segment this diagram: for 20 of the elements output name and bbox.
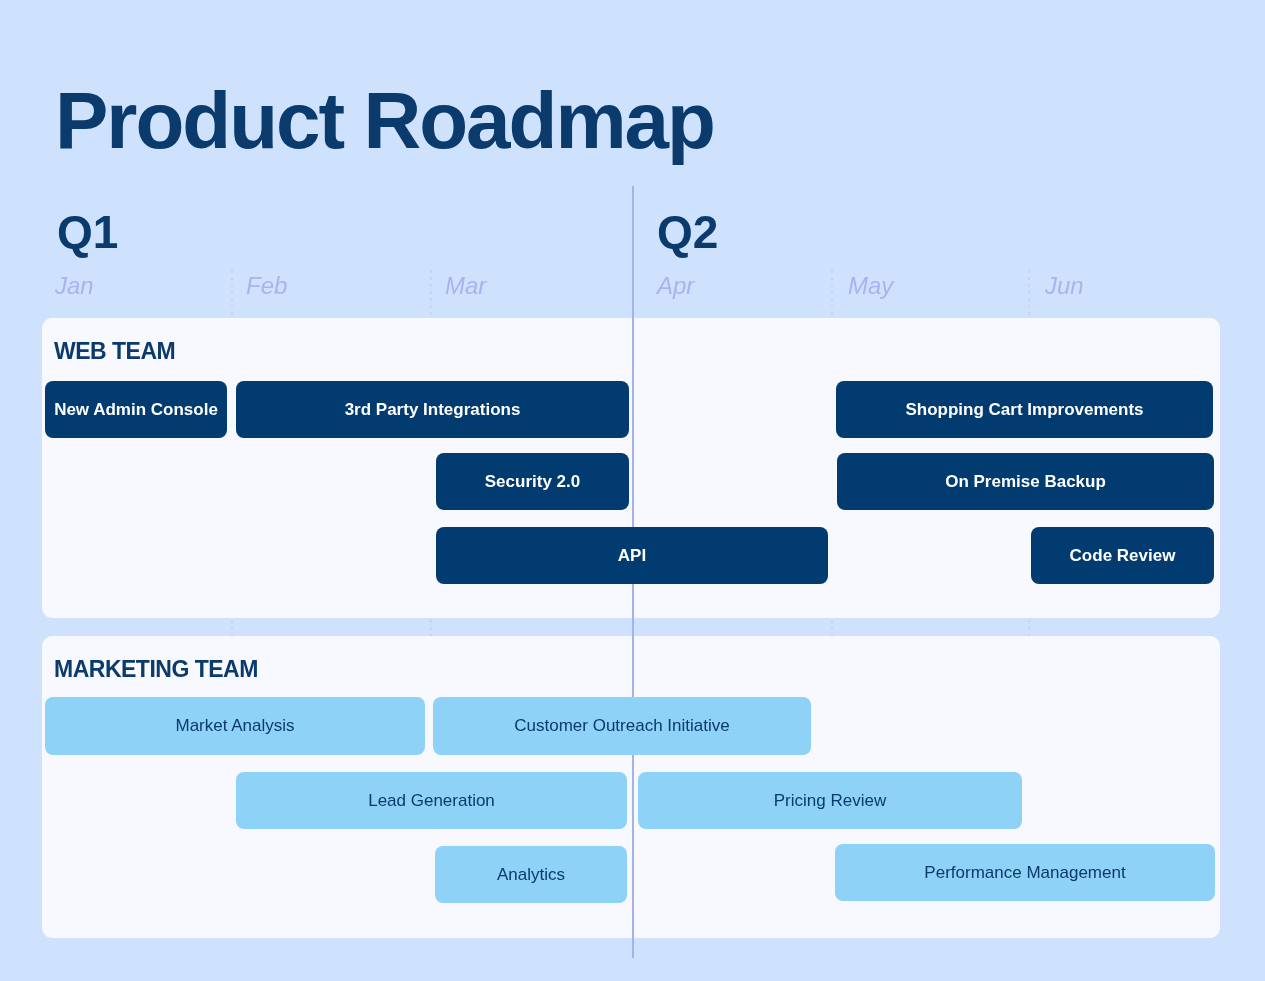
quarter-label: Q2 [657, 205, 719, 259]
team-heading: MARKETING TEAM [54, 656, 258, 683]
title: Product Roadmap [55, 75, 714, 167]
task-bar: Market Analysis [45, 697, 425, 755]
task-bar: Security 2.0 [436, 453, 629, 510]
quarter-label: Q1 [57, 205, 119, 259]
task-bar: Performance Management [835, 844, 1215, 901]
task-bar: Pricing Review [638, 772, 1022, 829]
task-bar: On Premise Backup [837, 453, 1214, 510]
task-bar: 3rd Party Integrations [236, 381, 629, 438]
task-bar: New Admin Console [45, 381, 227, 438]
task-bar: Shopping Cart Improvements [836, 381, 1213, 438]
task-bar: Analytics [435, 846, 627, 903]
task-bar: Lead Generation [236, 772, 627, 829]
task-bar: Code Review [1031, 527, 1214, 584]
team-panel [42, 636, 1220, 938]
task-bar: Customer Outreach Initiative [433, 697, 811, 755]
task-bar: API [436, 527, 828, 584]
team-panel [42, 318, 1220, 618]
team-heading: WEB TEAM [54, 338, 176, 365]
